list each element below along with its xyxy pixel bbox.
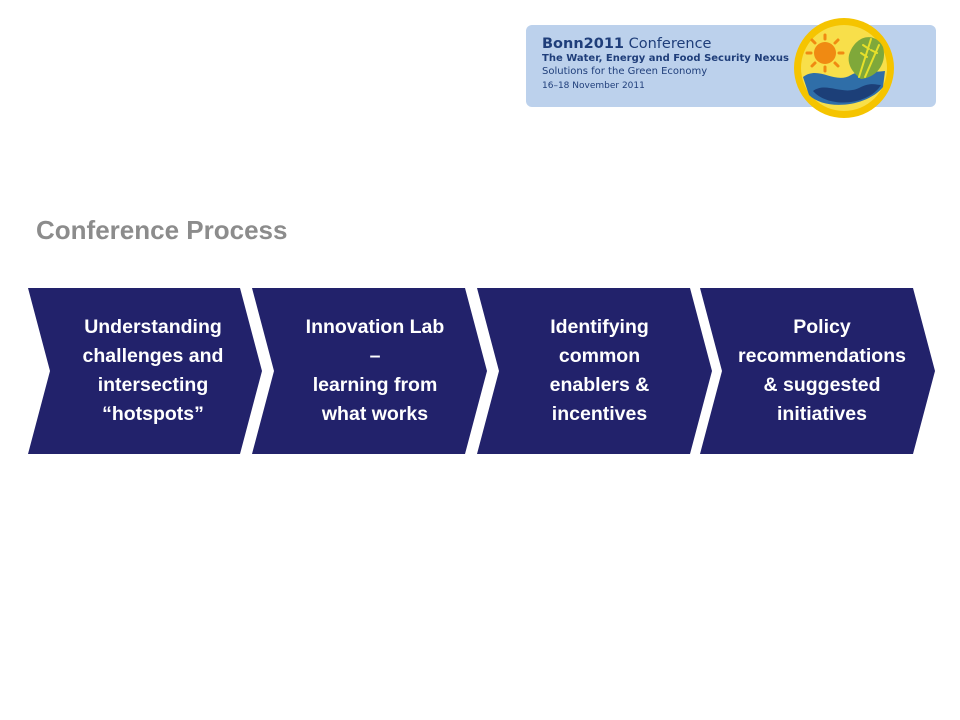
conference-banner: Bonn2011 Conference The Water, Energy an… [526, 18, 936, 118]
banner-text: Bonn2011 Conference The Water, Energy an… [542, 35, 789, 92]
banner-title-main: Bonn2011 [542, 36, 625, 52]
process-step-2-shape [252, 288, 487, 454]
leaf-icon [848, 37, 885, 79]
process-step-3-shape [477, 288, 712, 454]
banner-title-rest: Conference [624, 36, 712, 52]
wheat-icon [858, 38, 880, 78]
banner-tagline: Solutions for the Green Economy [542, 65, 708, 77]
process-step-4-shape [700, 288, 935, 454]
banner-subtitle: The Water, Energy and Food Security Nexu… [542, 53, 789, 65]
sun-icon [805, 33, 845, 73]
process-step-2-label: Innovation Lab – learning from what work… [305, 315, 445, 426]
process-step-1-label: Understanding challenges and intersectin… [82, 315, 224, 426]
page-title: Conference Process [36, 215, 288, 245]
banner-dates: 16–18 November 2011 [542, 81, 645, 92]
conference-logo [794, 18, 894, 118]
water-deep-icon [813, 84, 881, 103]
process-step-3-label: Identifying common enablers & incentives [549, 315, 650, 426]
process-step-4-label: Policy recommendations & suggested initi… [738, 315, 906, 426]
process-step-1-shape [28, 288, 262, 454]
banner-title: Bonn2011 Conference [542, 35, 789, 53]
